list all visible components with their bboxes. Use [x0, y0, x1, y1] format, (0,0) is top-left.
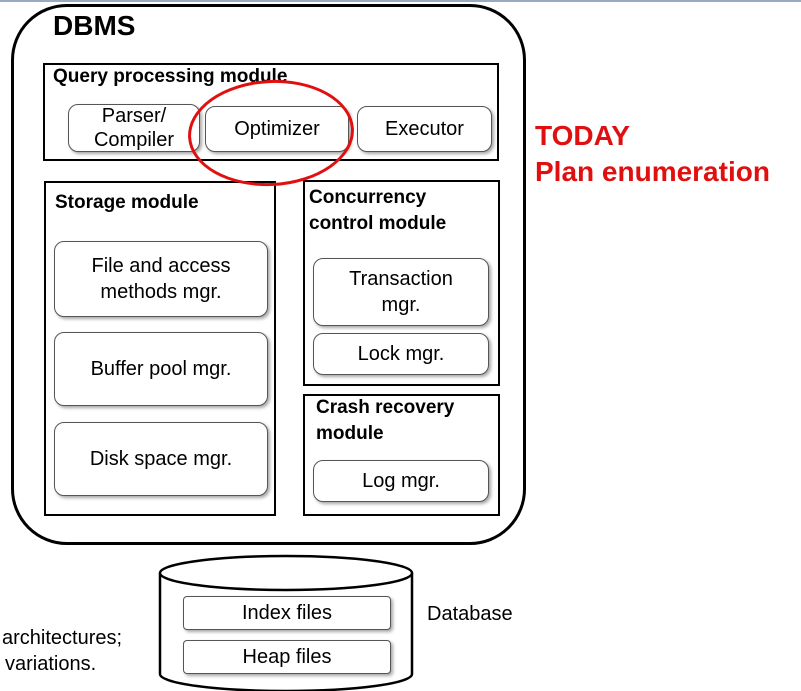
executor-box: Executor	[357, 106, 492, 152]
left-note: architectures; variations.	[2, 625, 122, 677]
disk-space-mgr-box: Disk space mgr.	[54, 422, 268, 496]
today-annotation: TODAY Plan enumeration	[535, 118, 770, 190]
dbms-title: DBMS	[53, 10, 136, 41]
file-access-methods-mgr-box: File and access methods mgr.	[54, 241, 268, 317]
log-mgr-box: Log mgr.	[313, 460, 489, 502]
left-note-line1: architectures;	[2, 627, 123, 649]
buffer-pool-mgr-box: Buffer pool mgr.	[54, 332, 268, 406]
plan-enumeration-label: Plan enumeration	[535, 156, 770, 187]
index-files-box: Index files	[183, 596, 391, 630]
today-label: TODAY	[535, 120, 630, 151]
concurrency-module-title: Concurrency control module	[309, 187, 447, 234]
left-note-line2: variations.	[5, 653, 97, 675]
lock-mgr-box: Lock mgr.	[313, 333, 489, 375]
transaction-mgr-box: Transaction mgr.	[313, 258, 489, 326]
storage-module-title: Storage module	[55, 192, 199, 213]
top-divider-line	[0, 0, 801, 2]
heap-files-box: Heap files	[183, 640, 391, 674]
database-label: Database	[427, 603, 513, 625]
parser-compiler-box: Parser/ Compiler	[68, 104, 200, 152]
optimizer-box: Optimizer	[205, 106, 349, 152]
query-module-title: Query processing module	[53, 66, 288, 87]
crash-module-title: Crash recovery module	[316, 397, 455, 444]
